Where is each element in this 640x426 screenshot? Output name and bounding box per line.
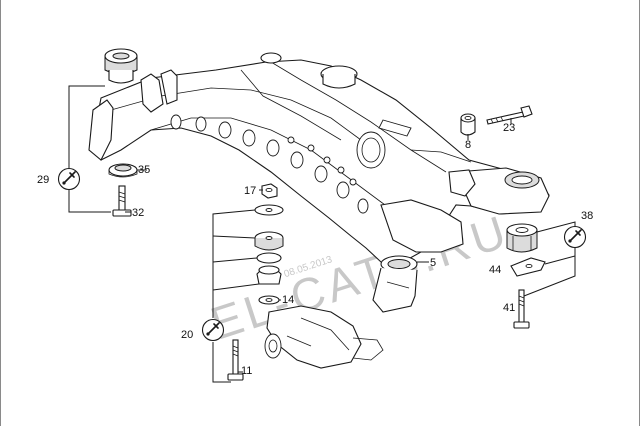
lightening-holes (170, 114, 369, 214)
callout-35: 35 (138, 164, 150, 176)
part-44-bracket (510, 257, 546, 277)
callout-17: 17 (244, 185, 256, 197)
callout-29: 29 (37, 174, 49, 186)
callout-5: 5 (430, 257, 436, 269)
callout-38: 38 (581, 210, 593, 222)
wrench-icon (201, 318, 225, 342)
callout-8: 8 (465, 139, 471, 151)
wrench-icon (57, 167, 81, 191)
center-opening (356, 131, 386, 169)
callout-labels: 29 35 32 17 8 23 5 38 44 41 14 20 11 (37, 122, 593, 377)
upper-left-bushing (104, 48, 138, 84)
rear-subframe (88, 52, 550, 369)
part-8-bushing (460, 113, 476, 136)
callout-11: 11 (241, 365, 252, 377)
callout-20: 20 (181, 329, 193, 341)
part-11-bolt (227, 339, 244, 381)
part-17-nut (261, 183, 278, 199)
callout-14: 14 (282, 294, 294, 306)
part-23-bolt (486, 105, 533, 125)
part-38-bushing (506, 223, 538, 253)
wrench-icon (563, 225, 587, 249)
leader-lines (68, 85, 576, 383)
callout-32: 32 (132, 207, 144, 219)
stacked-mount-parts (254, 204, 284, 305)
part-41-bolt (513, 289, 530, 329)
lower-mount-bracket (266, 305, 362, 369)
callout-44: 44 (489, 264, 501, 276)
callout-23: 23 (503, 122, 515, 134)
callout-41: 41 (503, 302, 515, 314)
part-35-washer (108, 163, 138, 178)
left-front-bracket (88, 99, 114, 161)
